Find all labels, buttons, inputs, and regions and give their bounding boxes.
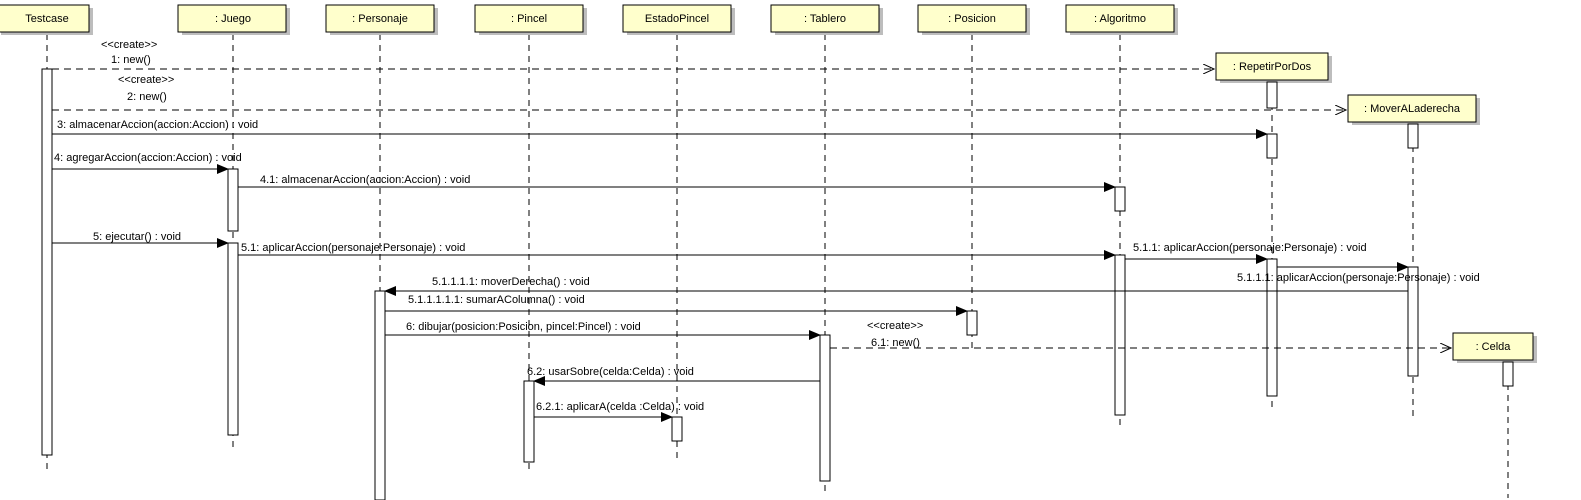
- activation-mover-2: [1407, 266, 1419, 377]
- activation-juego-2: [227, 242, 239, 436]
- message-label-5-1-1-1: 5.1.1.1: aplicarAccion(personaje:Persona…: [1237, 272, 1480, 284]
- activation-celda: [1502, 361, 1514, 387]
- participant-label: : Algoritmo: [1094, 13, 1146, 25]
- message-label-6-1: 6.1: new(): [871, 337, 920, 349]
- activations: [41, 68, 1514, 500]
- participant-juego[interactable]: : Juego: [177, 4, 290, 35]
- participant-label: : Personaje: [352, 13, 408, 25]
- participant-celda[interactable]: : Celda: [1452, 332, 1537, 363]
- participant-label: : Celda: [1476, 341, 1512, 353]
- activation-pincel: [523, 380, 535, 463]
- participant-mover[interactable]: : MoverALaderecha: [1347, 94, 1480, 125]
- activation-repetir-3: [1266, 258, 1278, 397]
- activation-testcase: [41, 68, 53, 456]
- activation-tablero: [819, 334, 831, 482]
- participant-personaje[interactable]: : Personaje: [325, 4, 438, 35]
- message-label-6: 6: dibujar(posicion:Posicion, pincel:Pin…: [406, 321, 641, 333]
- participant-label: : Tablero: [804, 13, 846, 25]
- participant-tablero[interactable]: : Tablero: [770, 4, 883, 35]
- message-stereotype-2: <<create>>: [118, 74, 174, 86]
- participant-label: EstadoPincel: [645, 13, 709, 25]
- message-label-5-1-1-1-1: 5.1.1.1.1: moverDerecha() : void: [432, 276, 590, 288]
- message-stereotype-1: <<create>>: [101, 39, 157, 51]
- message-label-4-1: 4.1: almacenarAccion(accion:Accion) : vo…: [260, 174, 470, 186]
- participant-label: : Juego: [215, 13, 251, 25]
- participant-repetir[interactable]: : RepetirPorDos: [1215, 52, 1332, 83]
- participant-label: : MoverALaderecha: [1364, 103, 1461, 115]
- activation-mover-1: [1407, 123, 1419, 149]
- lifelines: [46, 34, 1509, 498]
- activation-algoritmo-2: [1114, 254, 1126, 416]
- activation-algoritmo-1: [1114, 186, 1126, 212]
- participants: Testcase : Juego : Personaje : Pincel Es…: [0, 4, 1537, 363]
- message-label-5-1-1: 5.1.1: aplicarAccion(personaje:Personaje…: [1133, 242, 1367, 254]
- activation-estado: [671, 416, 683, 442]
- message-stereotype-6-1: <<create>>: [867, 320, 923, 332]
- participant-pincel[interactable]: : Pincel: [474, 4, 587, 35]
- participant-label: : RepetirPorDos: [1233, 61, 1312, 73]
- activation-repetir-2: [1266, 133, 1278, 159]
- participant-estado[interactable]: EstadoPincel: [622, 4, 735, 35]
- participant-label: Testcase: [25, 13, 68, 25]
- message-label-6-2-1: 6.2.1: aplicarA(celda :Celda) : void: [536, 401, 704, 413]
- message-label-5-1: 5.1: aplicarAccion(personaje:Personaje) …: [241, 242, 465, 254]
- message-label-5-1-1-1-1-1: 5.1.1.1.1.1: sumarAColumna() : void: [408, 294, 585, 306]
- participant-label: : Pincel: [511, 13, 547, 25]
- activation-personaje: [374, 290, 386, 500]
- activation-posicion: [966, 310, 978, 336]
- participant-posicion[interactable]: : Posicion: [917, 4, 1030, 35]
- message-label-3: 3: almacenarAccion(accion:Accion) : void: [57, 119, 258, 131]
- message-label-1: 1: new(): [111, 54, 151, 66]
- activation-repetir-1: [1266, 81, 1278, 109]
- messages: <<create>> 1: new() <<create>> 2: new() …: [52, 39, 1480, 422]
- participant-testcase[interactable]: Testcase: [0, 4, 93, 35]
- message-label-2: 2: new(): [127, 91, 167, 103]
- message-label-5: 5: ejecutar() : void: [93, 231, 181, 243]
- participant-label: : Posicion: [948, 13, 996, 25]
- message-label-4: 4: agregarAccion(accion:Accion) : void: [54, 152, 242, 164]
- participant-algoritmo[interactable]: : Algoritmo: [1065, 4, 1178, 35]
- message-label-6-2: 6.2: usarSobre(celda:Celda) : void: [527, 366, 694, 378]
- activation-juego-1: [227, 168, 239, 232]
